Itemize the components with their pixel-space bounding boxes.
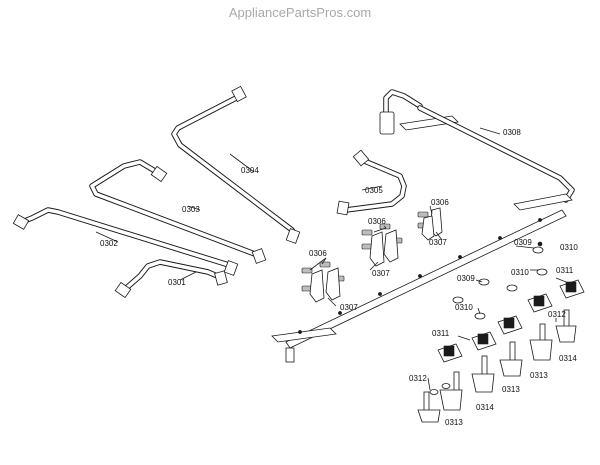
callout-0312: 0312 [548,310,566,319]
tube-0303 [89,159,267,264]
callout-0306: 0306 [368,217,386,226]
clip-0307 [383,229,399,263]
watermark-text: AppliancePartsPros.com [229,5,371,20]
callout-0314: 0314 [476,403,494,412]
washers [452,241,548,320]
clips-and-screws [301,207,443,303]
callout-0310: 0310 [560,243,578,252]
callout-0313: 0313 [502,385,520,394]
callout-0313: 0313 [530,371,548,380]
clip-0307 [369,231,385,267]
callout-0311: 0311 [432,329,450,338]
callout-0302: 0302 [100,239,118,248]
tube-0304 [171,85,301,244]
manifold-0308 [271,89,575,363]
callout-0303: 0303 [182,205,200,214]
callout-0301: 0301 [168,278,186,287]
callouts: 0304 0303 0302 0301 0305 0306 0307 0306 … [100,128,578,427]
clip-0307 [325,267,341,301]
callout-0309: 0309 [514,238,532,247]
callout-0306: 0306 [431,198,449,207]
clip-0307 [309,269,325,303]
callout-0307: 0307 [372,269,390,278]
callout-0307: 0307 [429,238,447,247]
callout-0305: 0305 [365,186,383,195]
callout-0314: 0314 [559,354,577,363]
valves-0311 [437,279,585,363]
callout-0310: 0310 [511,268,529,277]
screw-0306 [301,261,345,292]
callout-0310: 0310 [455,303,473,312]
leader-lines [95,127,567,391]
callout-0309: 0309 [457,274,475,283]
callout-0311: 0311 [556,266,574,275]
tube-0301 [114,259,228,299]
callout-0304: 0304 [241,166,259,175]
callout-0312: 0312 [409,374,427,383]
injectors [417,309,577,423]
callout-0313: 0313 [445,418,463,427]
callout-0306: 0306 [309,249,327,258]
clip-0307 [421,215,435,241]
callout-0307: 0307 [340,303,358,312]
tube-0305 [336,149,407,216]
callout-0308: 0308 [503,128,521,137]
tube-0302 [12,207,239,276]
